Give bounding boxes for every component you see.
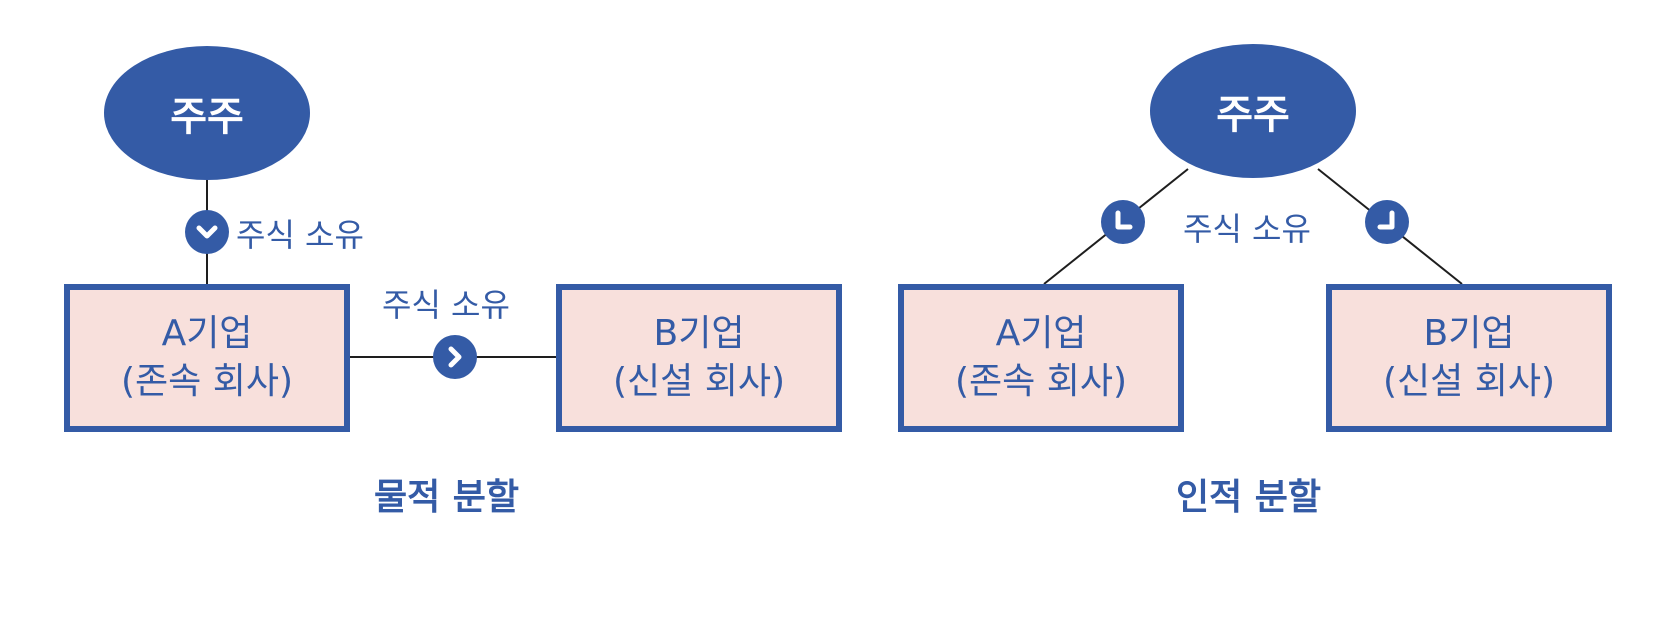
company-a-box-personal: A기업 (존속 회사)	[898, 284, 1184, 432]
company-a-name: A기업	[995, 313, 1087, 354]
company-b-box-physical: B기업 (신설 회사)	[556, 284, 842, 432]
company-b-role: (신설 회사)	[612, 361, 785, 402]
arrow-down-left-icon	[1101, 200, 1145, 244]
company-a-role: (존속 회사)	[120, 361, 293, 402]
physical-split-caption: 물적 분할	[374, 477, 520, 518]
personal-split-caption: 인적 분할	[1176, 477, 1322, 518]
company-b-name: B기업	[653, 313, 745, 354]
arrow-down-right-icon	[1365, 200, 1409, 244]
shareholder-ellipse-personal: 주주	[1150, 44, 1356, 178]
company-a-role: (존속 회사)	[954, 361, 1127, 402]
company-b-role: (신설 회사)	[1382, 361, 1555, 402]
chevron-right-icon	[433, 335, 477, 379]
ownership-label-middle: 주식 소유	[382, 286, 510, 324]
ownership-label-personal: 주식 소유	[1183, 210, 1311, 248]
shareholder-label: 주주	[170, 94, 244, 140]
company-a-name: A기업	[161, 313, 253, 354]
shareholder-ellipse-physical: 주주	[104, 46, 310, 180]
company-a-box-physical: A기업 (존속 회사)	[64, 284, 350, 432]
ownership-label-top: 주식 소유	[236, 216, 364, 254]
chevron-down-icon	[185, 210, 229, 254]
shareholder-label: 주주	[1216, 92, 1290, 138]
company-b-name: B기업	[1423, 313, 1515, 354]
company-b-box-personal: B기업 (신설 회사)	[1326, 284, 1612, 432]
